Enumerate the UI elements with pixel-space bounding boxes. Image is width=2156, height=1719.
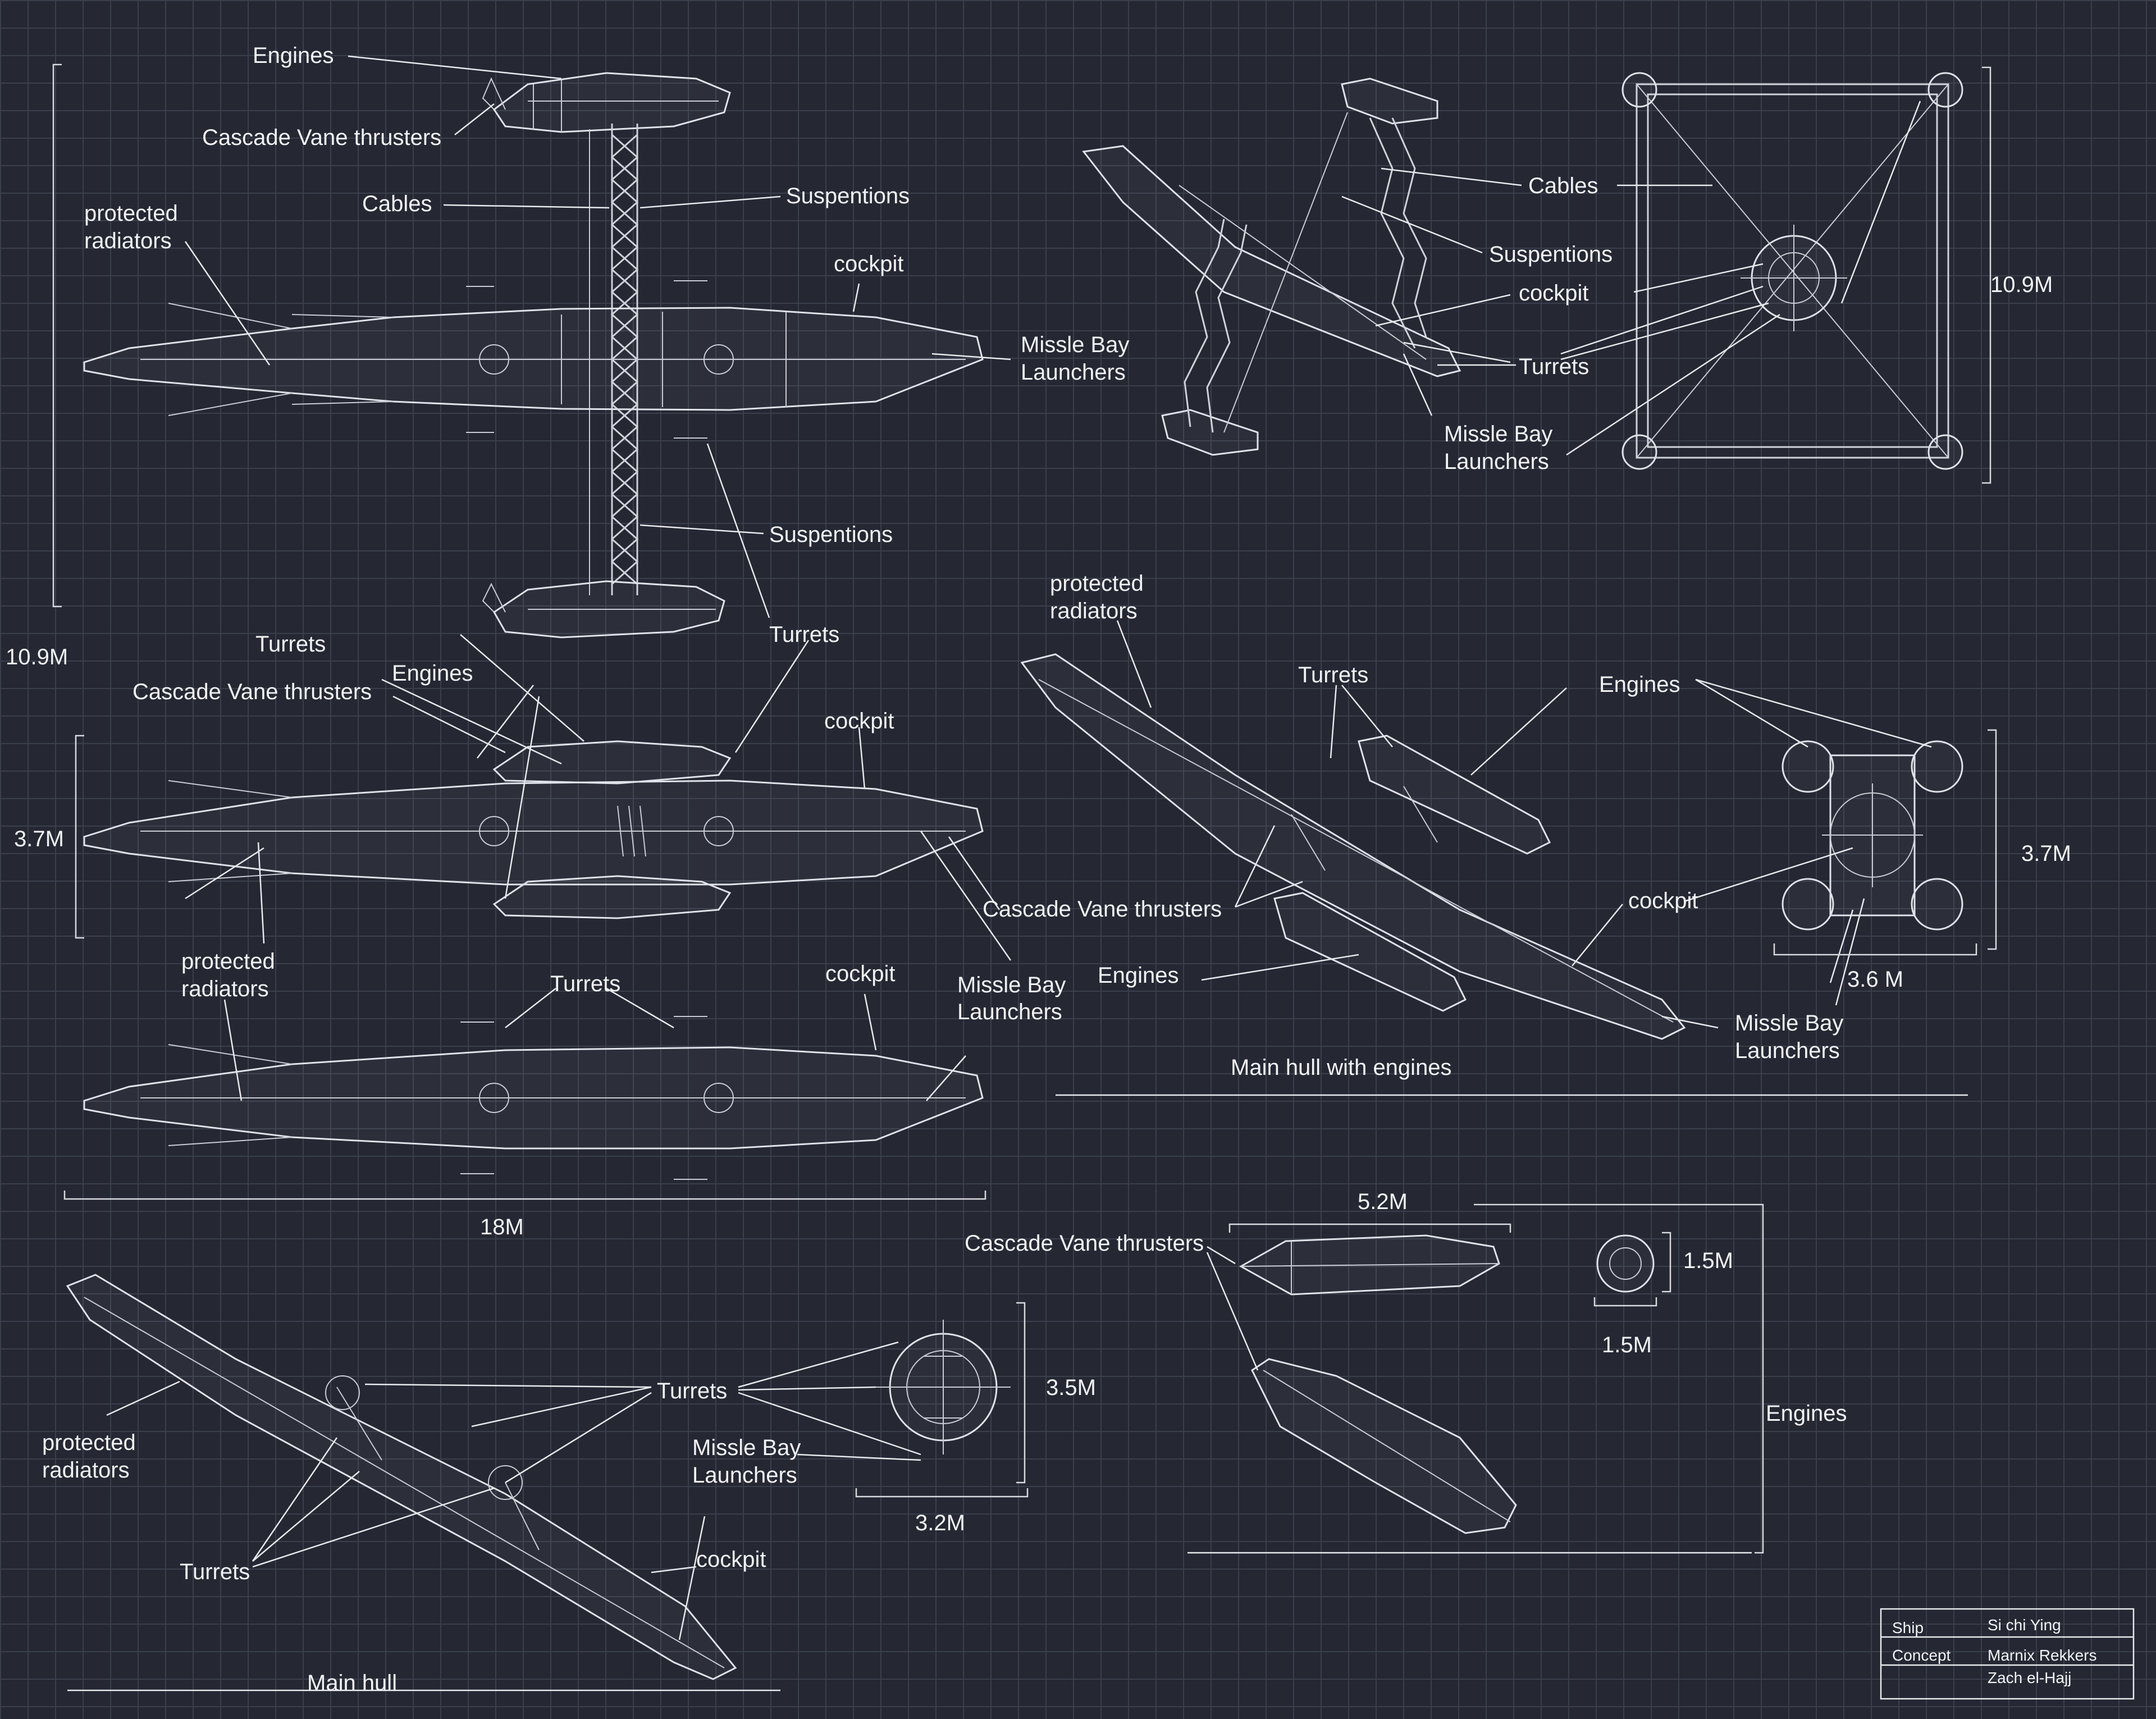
label-launchers-3: Launchers [1444, 449, 1549, 474]
front-view-main-hull [738, 1302, 1029, 1498]
label-engines-5: Engines [1766, 1401, 1847, 1426]
label-protected-4: protected [42, 1430, 136, 1455]
label-engines-3: Engines [1599, 672, 1680, 697]
label-launchers-5: Launchers [692, 1463, 797, 1488]
dim-10-9-right: 10.9M [1990, 272, 2053, 297]
front-view-full-ship [1560, 66, 1991, 484]
label-cockpit-6: cockpit [696, 1547, 766, 1572]
label-radiators-1: radiators [84, 229, 172, 253]
label-cascade-vane-thrusters-1: Cascade Vane thrusters [202, 125, 441, 150]
label-turrets-4: Turrets [1519, 354, 1589, 379]
label-protected-1: protected [84, 201, 178, 226]
label-cascade-vane-thrusters-4: Cascade Vane thrusters [965, 1231, 1204, 1256]
lower-engine-drawing [482, 580, 725, 639]
label-missle-bay-1: Missle Bay [1021, 332, 1129, 357]
label-missle-bay-2: Missle Bay [957, 973, 1066, 997]
labels: Engines Cascade Vane thrusters Cables Su… [6, 43, 2096, 1695]
label-turrets-1: Turrets [255, 632, 326, 656]
label-protected-3: protected [1050, 571, 1144, 596]
label-cables-2: Cables [1528, 174, 1598, 198]
label-cascade-vane-thrusters-3: Cascade Vane thrusters [983, 897, 1222, 922]
label-turrets-7: Turrets [180, 1560, 250, 1584]
label-engines-4: Engines [1098, 963, 1179, 988]
label-suspentions-1: Suspentions [786, 184, 910, 208]
label-cables-1: Cables [362, 191, 432, 216]
title-block-author-2: Zach el-Hajj [1988, 1669, 2071, 1686]
label-missle-bay-3: Missle Bay [1444, 422, 1552, 446]
label-missle-bay-4: Missle Bay [1735, 1011, 1843, 1036]
label-radiators-3: radiators [1050, 599, 1138, 623]
label-cockpit-3: cockpit [825, 961, 896, 986]
title-block-ship-label: Ship [1892, 1619, 1924, 1636]
title-block-concept-label: Concept [1892, 1647, 1951, 1664]
title-block-author-1: Marnix Rekkers [1988, 1647, 2096, 1664]
title-block-ship-name: Si chi Ying [1988, 1616, 2061, 1634]
label-cockpit-5: cockpit [1628, 888, 1698, 913]
caption-main-hull-with-engines: Main hull with engines [1231, 1055, 1452, 1080]
label-missle-bay-5: Missle Bay [692, 1435, 801, 1460]
caption-main-hull: Main hull [307, 1671, 397, 1695]
perspective-view-full-ship [1082, 77, 1522, 456]
dim-10-9-left: 10.9M [6, 645, 68, 669]
dim-3-7-left: 3.7M [14, 827, 64, 851]
side-view-with-engines [75, 634, 1012, 961]
dim-18: 18M [480, 1215, 524, 1239]
label-radiators-4: radiators [42, 1458, 130, 1483]
dim-3-5: 3.5M [1046, 1375, 1096, 1400]
side-view-main-hull [63, 987, 986, 1200]
engine-detail [1187, 1203, 1764, 1554]
label-engines-2: Engines [392, 661, 473, 686]
perspective-view-main-hull [66, 1274, 780, 1691]
main-hull-side-drawing [83, 280, 984, 439]
label-cockpit-4: cockpit [1519, 281, 1589, 306]
label-turrets-6: Turrets [657, 1379, 727, 1403]
side-view-full-ship [52, 55, 1011, 639]
upper-engine-drawing [482, 72, 731, 133]
label-radiators-2: radiators [181, 977, 269, 1001]
label-suspentions-2: Suspentions [769, 522, 893, 547]
dim-3-2: 3.2M [915, 1511, 965, 1535]
label-suspentions-3: Suspentions [1489, 242, 1613, 267]
label-turrets-5: Turrets [1298, 663, 1368, 687]
dim-3-6: 3.6 M [1847, 967, 1903, 992]
label-cockpit-1: cockpit [834, 252, 904, 276]
label-protected-2: protected [181, 949, 275, 974]
perspective-view-hull-with-engines [1020, 620, 1968, 1096]
dim-3-7-right: 3.7M [2021, 841, 2071, 866]
label-launchers-1: Launchers [1021, 360, 1126, 385]
dim-5-2: 5.2M [1358, 1189, 1408, 1214]
dim-1-5-vertical: 1.5M [1683, 1248, 1733, 1273]
label-cascade-vane-thrusters-2: Cascade Vane thrusters [133, 680, 372, 704]
label-launchers-4: Launchers [1735, 1038, 1840, 1063]
label-launchers-2: Launchers [957, 1000, 1062, 1024]
label-turrets-3: Turrets [550, 972, 620, 996]
label-cockpit-2: cockpit [824, 709, 894, 733]
front-view-hull-with-engines [1684, 678, 1997, 1006]
title-block [1880, 1608, 2135, 1700]
label-engines-1: Engines [253, 43, 334, 68]
dim-1-5-horizontal: 1.5M [1602, 1333, 1652, 1357]
label-turrets-2: Turrets [769, 622, 839, 647]
